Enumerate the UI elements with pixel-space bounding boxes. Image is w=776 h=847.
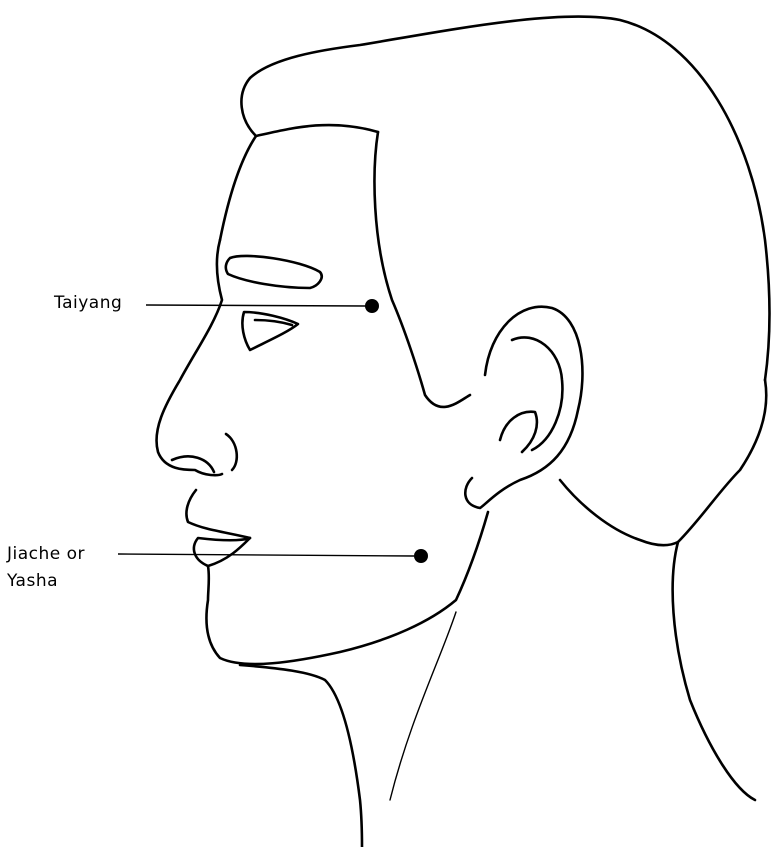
taiyang-label: Taiyang xyxy=(54,292,122,314)
taiyang-point-marker xyxy=(365,299,379,313)
forehead-hairline xyxy=(220,136,256,240)
throat-line xyxy=(390,612,456,800)
neck-back xyxy=(560,380,766,545)
neck-front xyxy=(240,665,362,847)
jiache-point-marker xyxy=(414,549,428,563)
eyebrow xyxy=(226,256,322,288)
jiache-label: Jiache or xyxy=(7,543,85,565)
upper-lip xyxy=(186,490,250,538)
sideburn-outline xyxy=(375,132,470,407)
eye xyxy=(242,312,298,350)
ear-inner xyxy=(500,337,562,452)
lower-lip xyxy=(194,538,250,566)
nostril xyxy=(172,434,237,472)
neck-back-lower xyxy=(673,542,755,800)
jiache-leader-line xyxy=(118,554,414,556)
taiyang-leader-line xyxy=(146,305,366,306)
yasha-label: Yasha xyxy=(7,570,58,592)
face-profile xyxy=(157,240,222,475)
